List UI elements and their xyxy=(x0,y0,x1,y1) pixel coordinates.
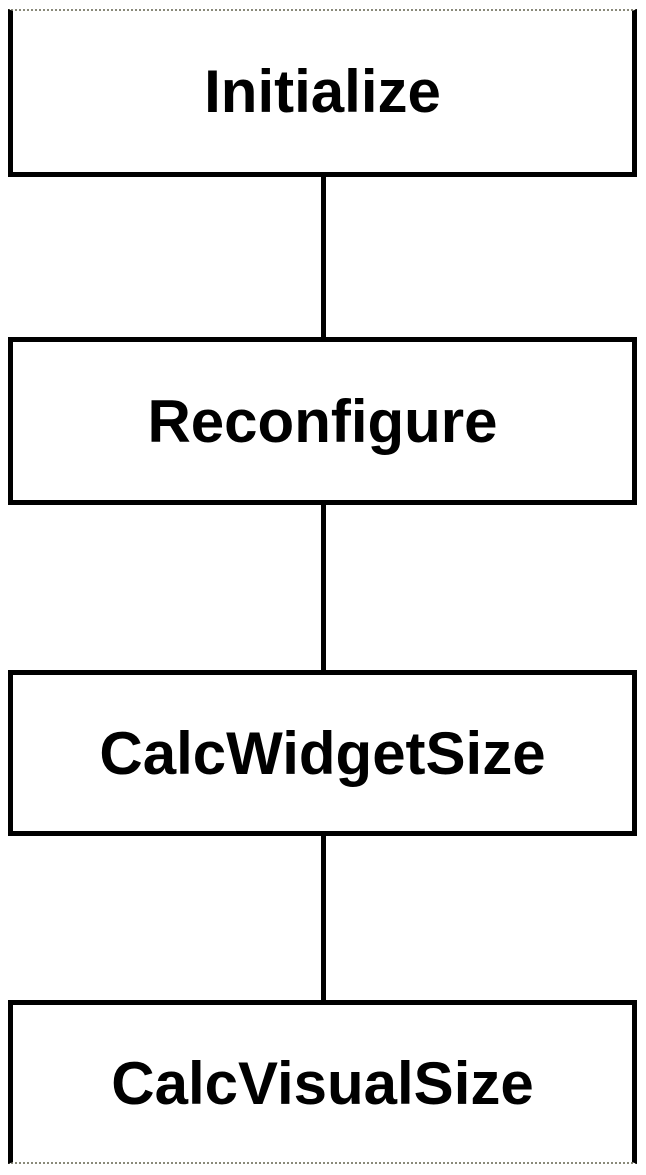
node-calc-widget-size: CalcWidgetSize xyxy=(8,670,637,836)
node-initialize: Initialize xyxy=(8,9,637,177)
node-calc-visual-size-label: CalcVisualSize xyxy=(111,1050,534,1117)
node-calc-widget-size-label: CalcWidgetSize xyxy=(99,719,546,787)
node-calc-visual-size: CalcVisualSize xyxy=(8,1000,637,1164)
edge-initialize-to-reconfigure xyxy=(321,177,326,337)
node-reconfigure-label: Reconfigure xyxy=(147,387,498,455)
edge-calcwidgetsize-to-calcvisualsize xyxy=(321,836,326,1000)
edge-reconfigure-to-calcwidgetsize xyxy=(321,505,326,670)
node-reconfigure: Reconfigure xyxy=(8,337,637,505)
node-initialize-label: Initialize xyxy=(204,58,441,125)
